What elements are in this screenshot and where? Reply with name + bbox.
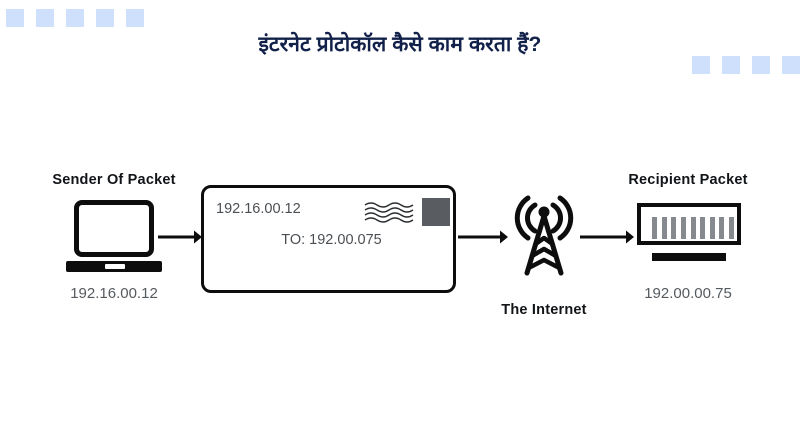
server-slot-bar	[690, 217, 696, 239]
decorative-squares-top-right	[692, 56, 800, 74]
laptop-screen	[74, 200, 154, 257]
arrow-right-icon	[458, 230, 508, 244]
server-slot-bar	[671, 217, 677, 239]
recipient-ip-address: 192.00.00.75	[644, 285, 732, 302]
server-rack-icon	[637, 203, 741, 265]
postage-stamp-icon	[422, 198, 450, 226]
postmark-wave-icon	[364, 202, 414, 223]
decorative-square	[126, 9, 144, 27]
sender-ip-address: 192.16.00.12	[70, 285, 158, 302]
decorative-square	[692, 56, 710, 74]
sender-title: Sender Of Packet	[52, 172, 176, 188]
decorative-square	[96, 9, 114, 27]
internet-title: The Internet	[501, 302, 587, 318]
server-slot-bar	[661, 217, 667, 239]
laptop-trackpad-notch	[105, 264, 125, 269]
server-slot-bar	[709, 217, 715, 239]
laptop-icon	[66, 200, 162, 272]
arrow-right-icon	[580, 230, 634, 244]
page-title: इंटरनेट प्रोटोकॉल कैसे काम करता हैं?	[258, 33, 542, 56]
packet-to-address: TO: 192.00.075	[281, 232, 382, 248]
server-slot-bar	[680, 217, 686, 239]
decorative-square	[66, 9, 84, 27]
server-slot-bar	[700, 217, 706, 239]
arrow-right-icon	[158, 230, 202, 244]
decorative-square	[722, 56, 740, 74]
server-slot-bar	[729, 217, 734, 239]
server-chassis	[637, 203, 741, 245]
packet-from-ip: 192.16.00.12	[216, 201, 301, 217]
packet-envelope: 192.16.00.12 TO: 192.00.075	[201, 185, 456, 293]
server-stand	[652, 253, 726, 261]
recipient-title: Recipient Packet	[628, 172, 748, 188]
radio-tower-icon	[514, 195, 574, 276]
decorative-square	[36, 9, 54, 27]
server-slot-bar	[719, 217, 725, 239]
decorative-square	[752, 56, 770, 74]
decorative-square	[6, 9, 24, 27]
server-slot-bar	[652, 217, 657, 239]
decorative-squares-top-left	[6, 9, 144, 27]
decorative-square	[782, 56, 800, 74]
server-slot-bars	[652, 217, 734, 239]
